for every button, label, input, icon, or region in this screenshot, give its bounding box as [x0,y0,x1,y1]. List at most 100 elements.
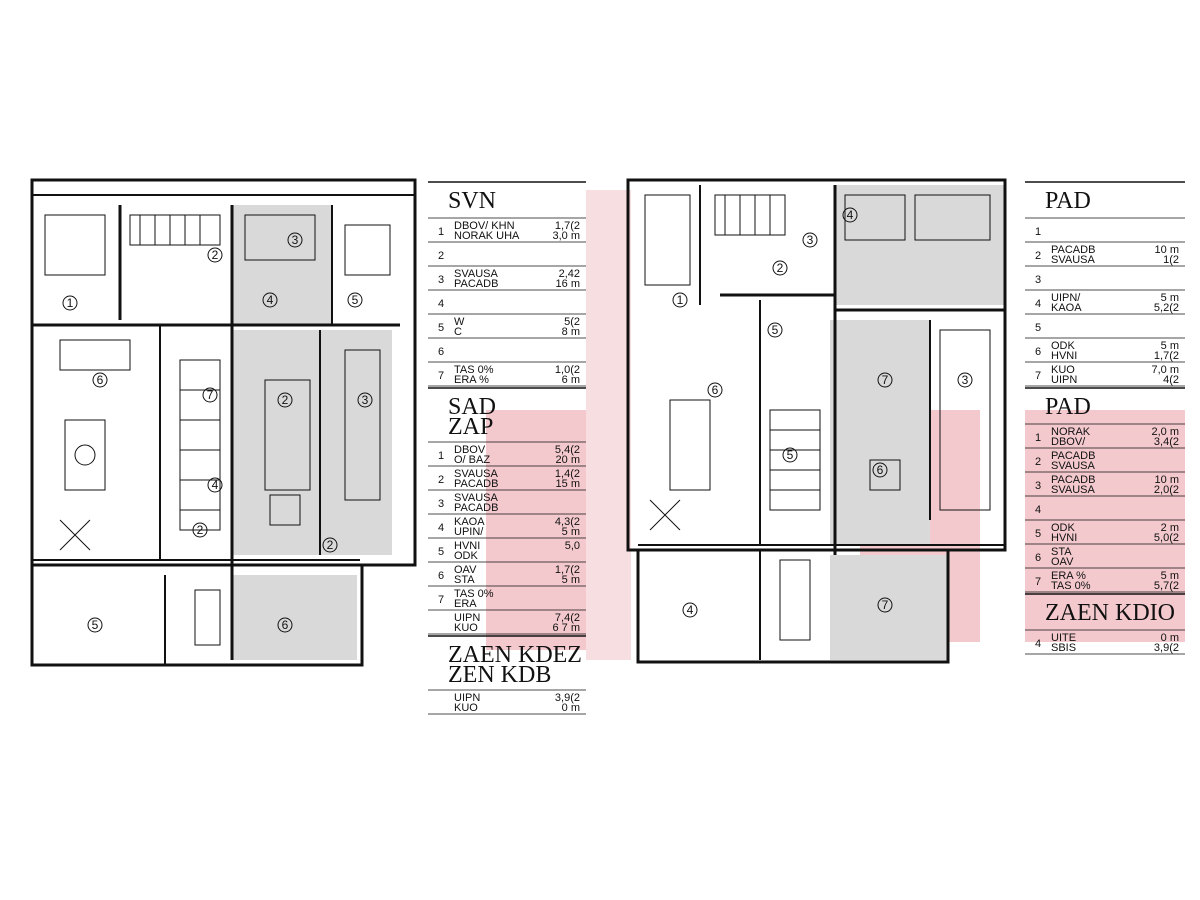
room-number: 6 [877,463,884,477]
room-number: 3 [362,393,369,407]
table-row-name: HVNI [454,540,480,552]
table-row-index: 7 [438,370,444,382]
table-row-name: SVAUSA [454,268,498,280]
table-row-index: 7 [1035,576,1041,588]
table-row-name: SVAUSA [1051,254,1095,266]
table-row-name: DBOV/ [1051,436,1086,448]
table-row-area: 5 m [1161,340,1179,352]
room-shade-r1 [835,185,1005,305]
room-number: 2 [212,248,219,262]
table-row-index: 2 [1035,456,1041,468]
annex-wall-left [30,563,364,667]
room-number: 6 [282,618,289,632]
table-row-area: 10 m [1155,474,1179,486]
table-row-area: 5,0(2 [1154,532,1179,544]
room-shade-l1 [232,205,332,325]
table-row-name: STA [454,574,475,586]
room-number: 4 [267,293,274,307]
room-markers-right [672,207,973,618]
table-row-area: 4(2 [1163,374,1179,386]
table-row-index: 6 [1035,346,1041,358]
table-row-name: STA [1051,546,1072,558]
table-row-area: 1,7(2 [555,564,580,576]
table-row-area: 1,7(2 [1154,350,1179,362]
table-section-title: SVN [448,188,496,214]
room-shade-l3 [232,575,357,660]
table-row-area: 2,42 [559,268,580,280]
table-row-name: KUO [454,622,478,634]
table-row-area: 5,0 [565,540,580,552]
table-row-name: PACADB [454,478,498,490]
table-row-name: DBOV [454,444,486,456]
accent-block-right-table [1025,410,1185,642]
table-row-name: KAOA [454,516,485,528]
table-row-name: ERA [454,598,477,610]
table-row-area: 0 m [562,702,580,714]
table-row-area: 5 m [562,574,580,586]
table-row-index: 1 [438,450,444,462]
floor-plan-right [626,178,1007,664]
room-number: 4 [847,208,854,222]
table-row-area: 20 m [556,454,580,466]
table-row-area: 16 m [556,278,580,290]
table-row-area: 2,0 m [1151,426,1179,438]
table-row-name: SBIS [1051,642,1076,654]
table-row-index: 4 [1035,638,1041,650]
table-row-area: 3,9(2 [1154,642,1179,654]
annex-wall-right [636,548,950,664]
room-number: 3 [962,373,969,387]
room-number: 5 [787,448,794,462]
room-number: 5 [772,323,779,337]
table-row-name: ODK [454,550,479,562]
room-number: 7 [882,373,889,387]
room-number: 1 [67,296,74,310]
table-section-title: ZAEN KDEZ [448,642,582,668]
room-number: 6 [97,373,104,387]
table-row-area: 1,7(2 [555,220,580,232]
table-row-area: 5 m [1161,292,1179,304]
table-row-index: 3 [1035,480,1041,492]
table-row-area: 2 m [1161,522,1179,534]
table-row-index: 7 [1035,370,1041,382]
table-row-index: 3 [438,274,444,286]
table-row-area: 3,4(2 [1154,436,1179,448]
table-row-name: ODK [1051,522,1076,534]
table-row-name: UIPN [1051,374,1077,386]
table-row-name: HVNI [1051,350,1077,362]
table-row-name: C [454,326,462,338]
table-row-name: UIPN [454,692,480,704]
table-row-name: PACADB [1051,244,1095,256]
table-row-index: 4 [1035,298,1041,310]
table-row-name: ODK [1051,340,1076,352]
room-number: 2 [777,261,784,275]
table-section-title: PAD [1045,188,1091,214]
table-section-title: PAD [1045,394,1091,420]
room-number: 2 [327,538,334,552]
table-row-area: 1,4(2 [555,468,580,480]
room-number: 7 [207,388,214,402]
table-row-area: 5,4(2 [555,444,580,456]
table-row-index: 4 [438,298,444,310]
table-row-index: 2 [438,474,444,486]
table-row-area: 10 m [1155,244,1179,256]
table-row-index: 5 [438,546,444,558]
table-row-area: 8 m [562,326,580,338]
table-row-name: TAS 0% [454,588,494,600]
table-row-name: NORAK UHA [454,230,520,242]
table-row-index: 3 [1035,274,1041,286]
table-row-area: 6 m [562,374,580,386]
table-row-index: 7 [438,594,444,606]
table-row-name: NORAK [1051,426,1091,438]
table-row-name: UITE [1051,632,1076,644]
table-row-area: 5,2(2 [1154,302,1179,314]
table-row-area: 7,0 m [1151,364,1179,376]
room-markers-left [62,232,373,633]
table-row-area: 3,0 m [552,230,580,242]
table-row-index: 5 [1035,528,1041,540]
table-row-name: UPIN/ [454,526,484,538]
table-row-name: KUO [454,702,478,714]
table-row-area: 6 7 m [552,622,580,634]
